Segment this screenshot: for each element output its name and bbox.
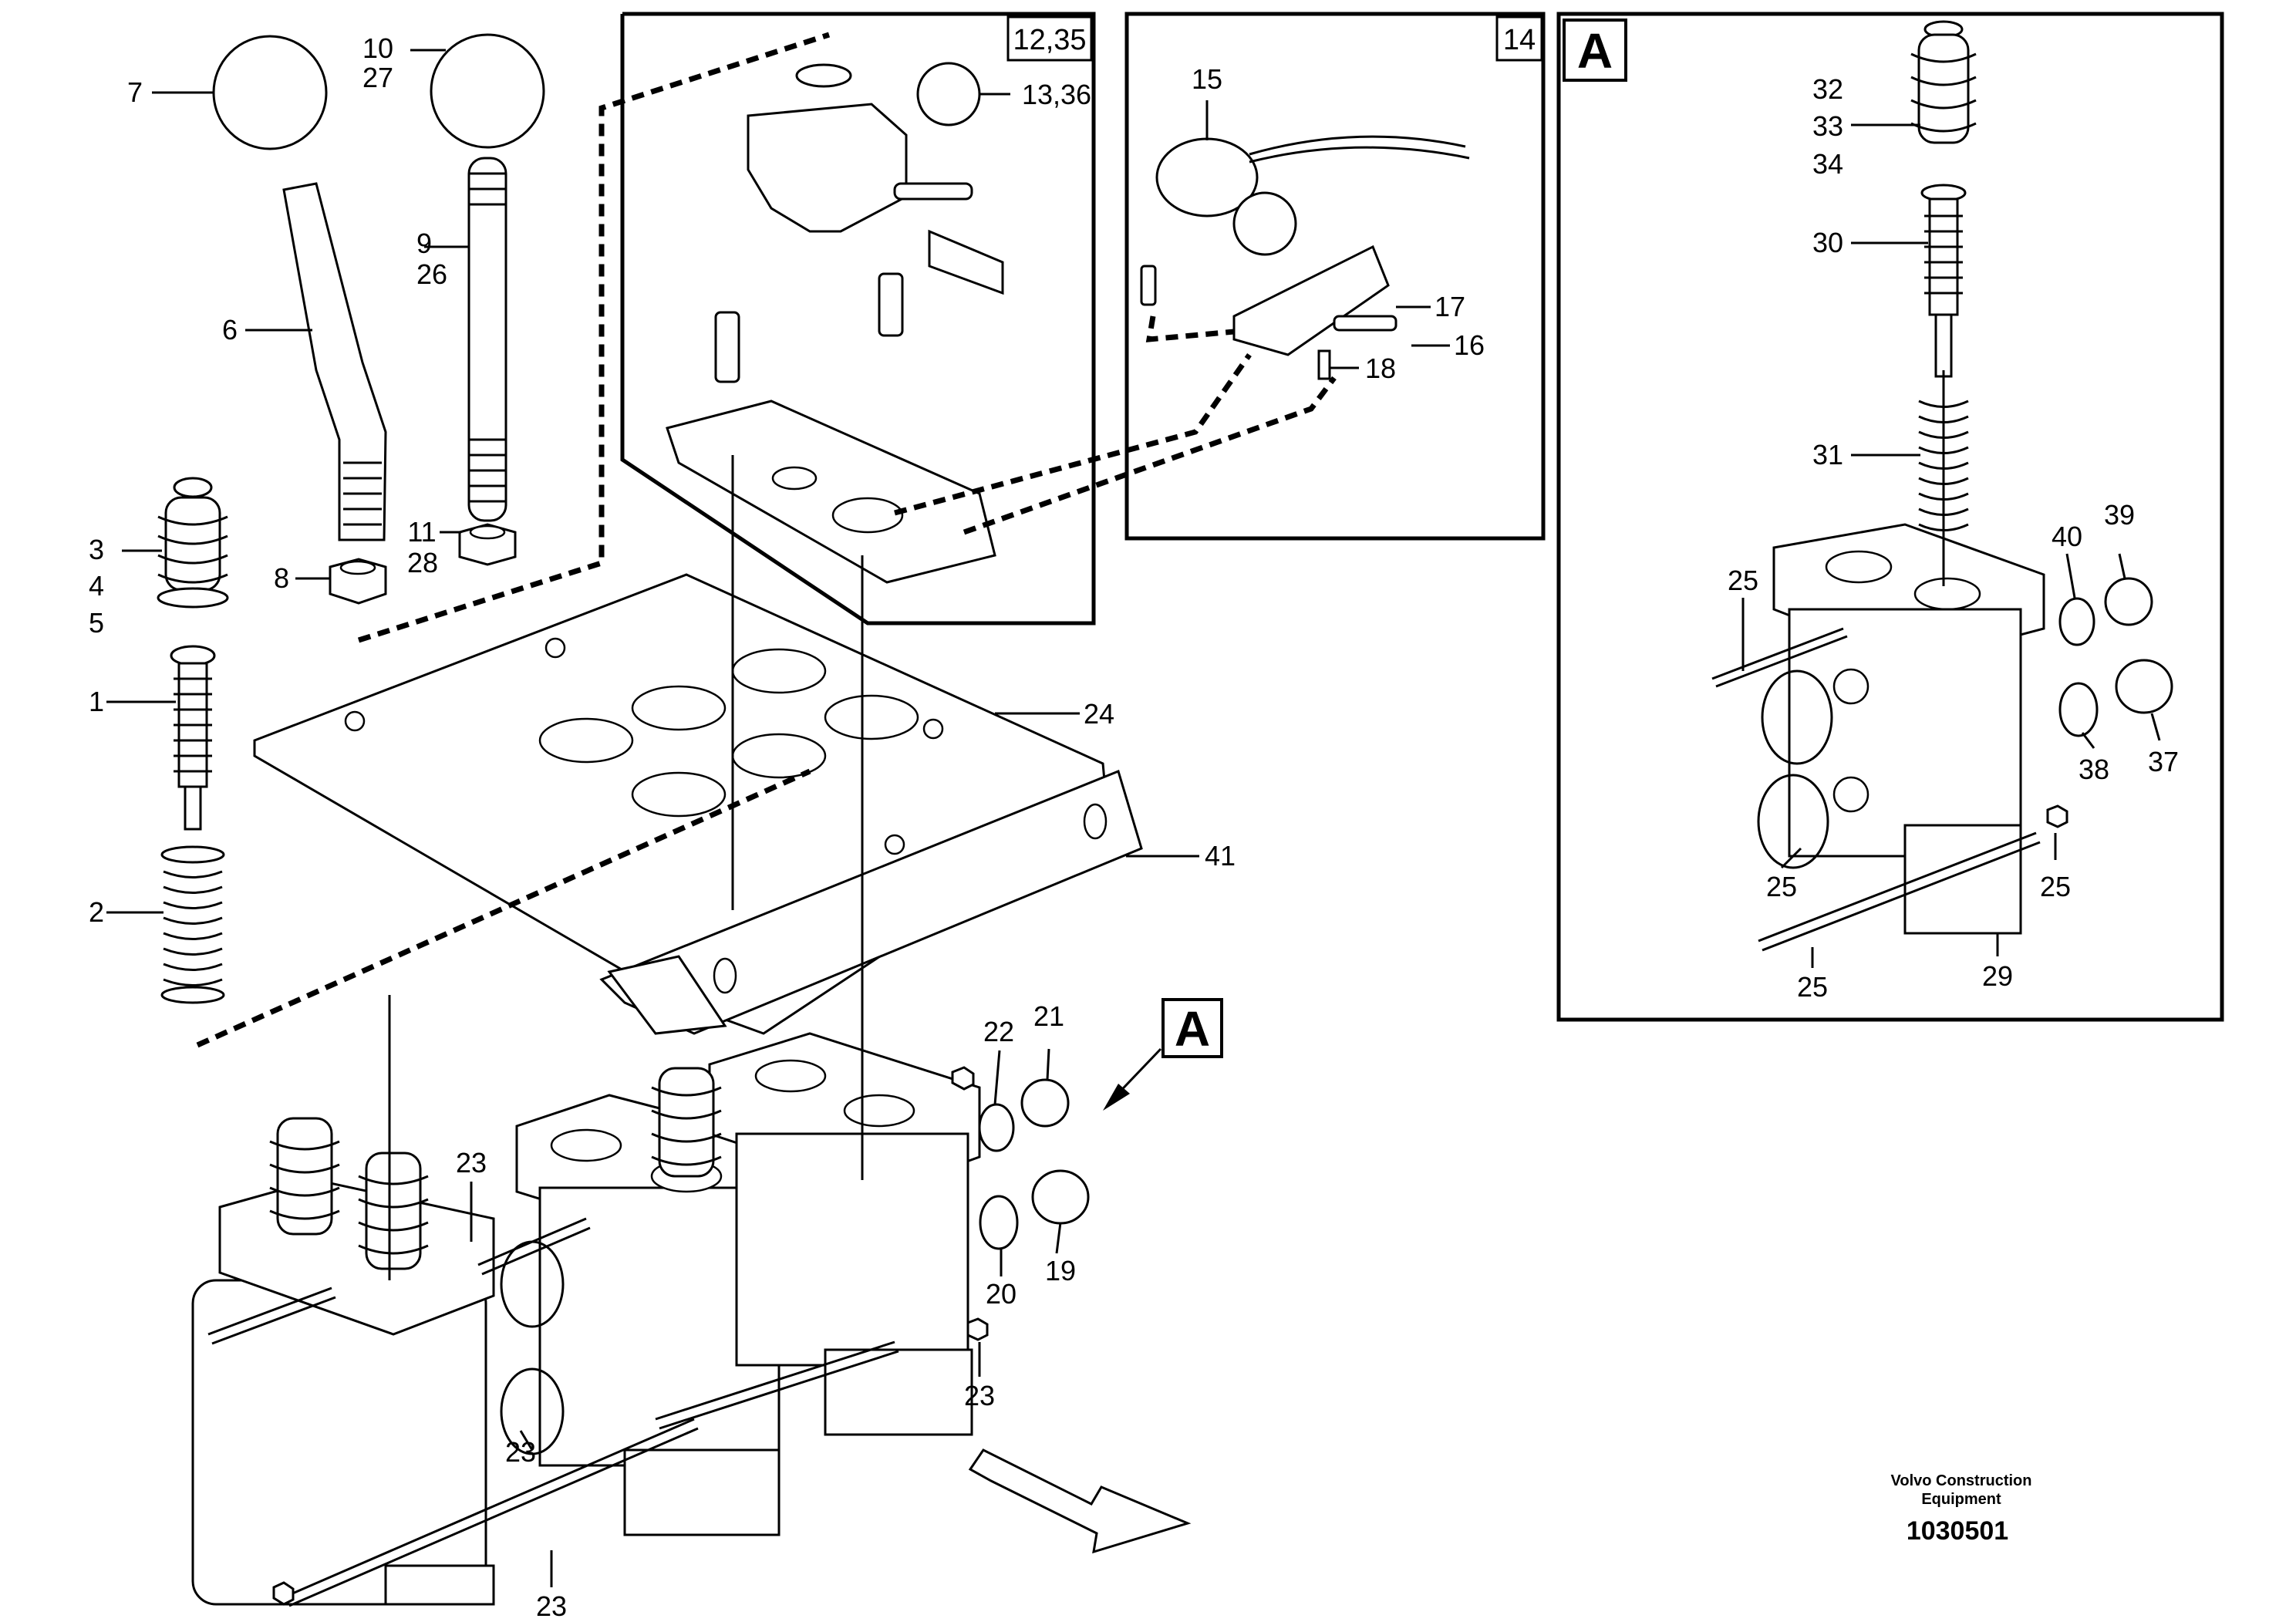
callout-15: 15 <box>1192 63 1222 95</box>
callout-20: 20 <box>986 1278 1017 1310</box>
callout-31: 31 <box>1812 439 1843 470</box>
callout-10: 10 <box>362 32 393 64</box>
callout-26: 26 <box>416 258 447 290</box>
callout-8: 8 <box>274 562 289 594</box>
main-valve-springs <box>269 1067 722 1270</box>
callout-29: 29 <box>1982 960 2013 992</box>
spring-cap-part-32 <box>1910 20 1977 144</box>
callout-4: 4 <box>89 570 104 602</box>
plunger-part-30 <box>1920 184 1967 378</box>
callout-1: 1 <box>89 686 104 717</box>
callout-5: 5 <box>89 607 104 639</box>
nut-part-8 <box>329 558 387 605</box>
main-seals-and-plugs <box>272 1066 1090 1606</box>
main-tie-rods <box>207 1217 899 1607</box>
lever-pivot-housing <box>714 62 1004 383</box>
callout-6: 6 <box>222 314 238 346</box>
bent-lever-part-6 <box>282 182 387 541</box>
callout-23-bottom: 23 <box>536 1590 567 1622</box>
frame-label-14: 14 <box>1503 24 1536 56</box>
callout-16: 16 <box>1454 329 1485 361</box>
detail-frame-a: A <box>1556 12 2224 1022</box>
leader-lines <box>106 49 2161 1587</box>
callout-39: 39 <box>2104 499 2135 531</box>
view-a-marker: A <box>1103 998 1223 1111</box>
callout-38: 38 <box>2079 754 2109 785</box>
credit-line-2: Equipment <box>1921 1491 2001 1508</box>
manufacturer-credit: Volvo Construction Equipment 1030501 <box>1891 1472 2032 1546</box>
knob-part-7 <box>212 35 328 150</box>
sensor-part-15 <box>1155 135 1470 256</box>
callout-2: 2 <box>89 896 104 928</box>
callout-9: 9 <box>416 228 432 259</box>
bracket-part-41 <box>599 769 1143 1035</box>
callout-17: 17 <box>1435 291 1465 322</box>
callout-40: 40 <box>2052 521 2082 552</box>
callout-7: 7 <box>127 76 143 108</box>
spring-cap-assembly-part-3 <box>157 477 229 609</box>
callout-19: 19 <box>1045 1255 1076 1286</box>
callout-3: 3 <box>89 534 104 565</box>
callout-30: 30 <box>1812 227 1843 258</box>
sensor-bracket <box>1140 244 1397 380</box>
seals-and-plugs-part-37-40 <box>2046 577 2173 828</box>
callout-13-36: 13,36 <box>1022 79 1091 110</box>
callout-41: 41 <box>1205 840 1236 872</box>
flow-direction-arrow <box>968 1448 1192 1554</box>
callout-18: 18 <box>1365 352 1396 384</box>
straight-lever-part-9 <box>467 157 507 522</box>
callout-23-left: 23 <box>505 1436 536 1468</box>
o-rings-detail-a <box>1757 669 1833 869</box>
callout-23-top: 23 <box>456 1147 487 1179</box>
callout-33: 33 <box>1812 110 1843 142</box>
lever-base-plate <box>666 400 996 584</box>
knob-part-10 <box>430 33 545 149</box>
spring-part-2 <box>160 845 225 1004</box>
diagram-part-number: 1030501 <box>1907 1516 2008 1546</box>
callout-34: 34 <box>1812 148 1843 180</box>
callout-labels: 7 10 27 6 9 26 8 11 28 3 4 5 1 2 13,36 1… <box>89 32 2179 1622</box>
callout-23-right: 23 <box>964 1380 995 1411</box>
credit-line-1: Volvo Construction <box>1891 1472 2032 1489</box>
callout-24: 24 <box>1084 698 1114 730</box>
callout-28: 28 <box>407 547 438 578</box>
valve-section-part-29 <box>1772 523 2045 935</box>
callout-22: 22 <box>983 1016 1014 1047</box>
main-valve-block <box>191 1032 981 1606</box>
callout-32: 32 <box>1812 73 1843 105</box>
frame-label-a: A <box>1577 23 1613 79</box>
callout-25-bottom: 25 <box>1797 971 1828 1003</box>
frame-label-12-35: 12,35 <box>1013 24 1086 56</box>
detail-frame-12-35: 12,35 <box>620 12 1096 626</box>
callout-25-top: 25 <box>1728 565 1758 596</box>
callout-25-left: 25 <box>1766 871 1797 902</box>
callout-21: 21 <box>1033 1000 1064 1032</box>
view-marker-label: A <box>1175 1001 1210 1057</box>
callout-25-right: 25 <box>2040 871 2071 902</box>
detail-frame-14: 14 <box>1124 12 1546 541</box>
callout-11: 11 <box>407 516 436 548</box>
nut-part-11 <box>458 523 517 566</box>
callout-37: 37 <box>2148 746 2179 777</box>
callout-27: 27 <box>362 62 393 93</box>
plunger-part-1 <box>170 645 216 831</box>
assembly-dashed-lines <box>196 32 1945 1280</box>
rods-part-25 <box>1711 627 2041 952</box>
